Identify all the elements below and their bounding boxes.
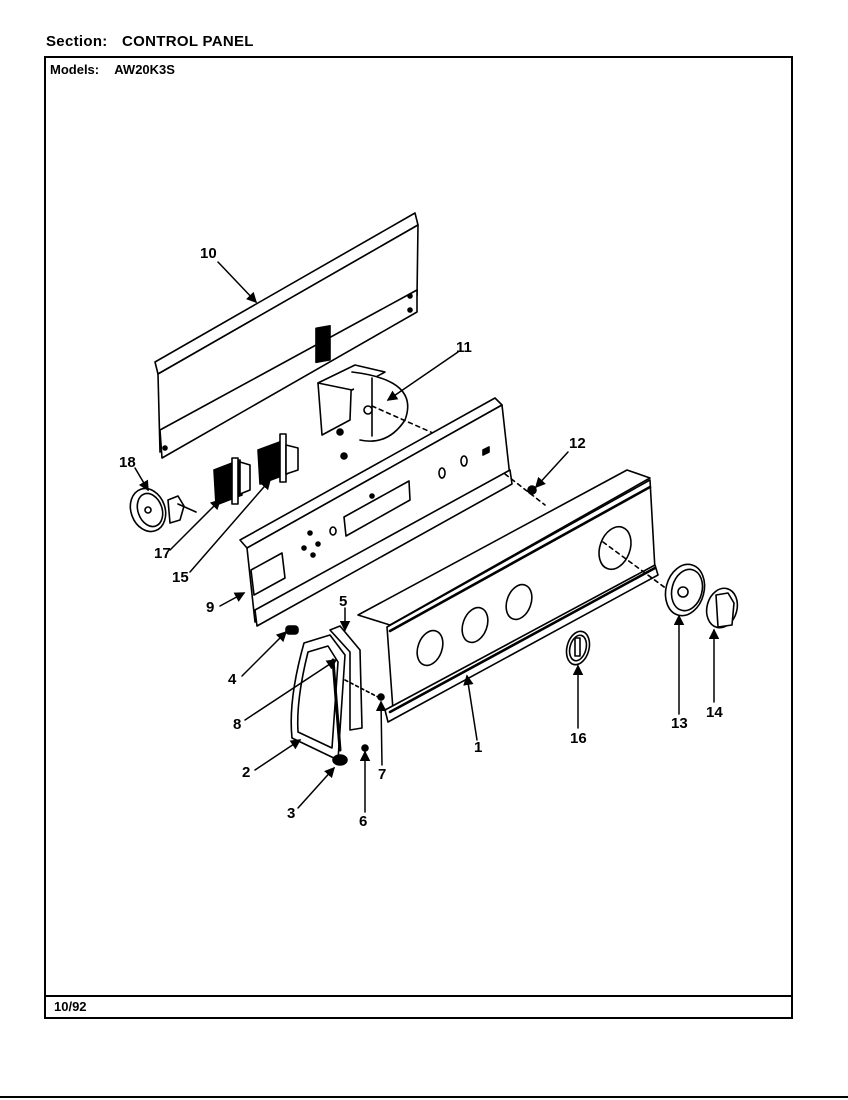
callout-6: 6 bbox=[359, 813, 367, 830]
callout-14: 14 bbox=[706, 704, 723, 721]
part-14-knob bbox=[705, 587, 739, 629]
callout-16: 16 bbox=[570, 730, 587, 747]
callout-5: 5 bbox=[339, 593, 347, 610]
section-label: Section: bbox=[46, 33, 108, 50]
callout-2: 2 bbox=[242, 764, 250, 781]
part-7-screw bbox=[377, 693, 385, 701]
callout-12: 12 bbox=[569, 435, 586, 452]
section-value: CONTROL PANEL bbox=[122, 33, 254, 50]
part-9-console-bracket bbox=[239, 397, 513, 627]
callout-1: 1 bbox=[474, 739, 482, 756]
callout-15: 15 bbox=[172, 569, 189, 586]
part-16-knob bbox=[565, 630, 591, 666]
callout-8: 8 bbox=[233, 716, 241, 733]
part-18-pressure-switch bbox=[129, 487, 197, 533]
callout-4: 4 bbox=[228, 671, 237, 688]
part-13-knob-skirt bbox=[664, 563, 706, 617]
part-11-timer bbox=[315, 324, 461, 460]
part-12-screw bbox=[527, 485, 537, 495]
models-value: AW20K3S bbox=[114, 62, 175, 77]
callout-3: 3 bbox=[287, 805, 295, 822]
callout-13: 13 bbox=[671, 715, 688, 732]
callout-11: 11 bbox=[456, 339, 472, 356]
callout-18: 18 bbox=[119, 454, 136, 471]
revision-date: 10/92 bbox=[54, 999, 87, 1014]
callout-9: 9 bbox=[206, 599, 214, 616]
leader-lines bbox=[134, 261, 720, 813]
part-6-screw bbox=[361, 744, 369, 752]
part-17-switch bbox=[213, 457, 251, 506]
part-3-clip bbox=[332, 754, 348, 766]
callout-10: 10 bbox=[200, 245, 217, 262]
part-15-switch bbox=[257, 433, 299, 485]
callout-7: 7 bbox=[378, 766, 386, 783]
callout-labels: 1 2 3 4 5 6 7 8 9 10 11 12 13 14 16 15 1… bbox=[119, 245, 723, 830]
models-label: Models: bbox=[50, 62, 100, 77]
page-bottom-rule bbox=[0, 1096, 848, 1098]
section-heading: Section: CONTROL PANEL bbox=[46, 33, 254, 50]
part-10-rear-panel bbox=[154, 212, 419, 459]
part-1-control-panel bbox=[357, 469, 676, 723]
callout-17: 17 bbox=[154, 545, 171, 562]
footer-bar: 10/92 bbox=[46, 995, 791, 1017]
models-heading: Models: AW20K3S bbox=[50, 62, 175, 77]
diagram-frame: Models: AW20K3S 10/92 bbox=[44, 56, 793, 1019]
part-4-clip bbox=[285, 625, 299, 635]
